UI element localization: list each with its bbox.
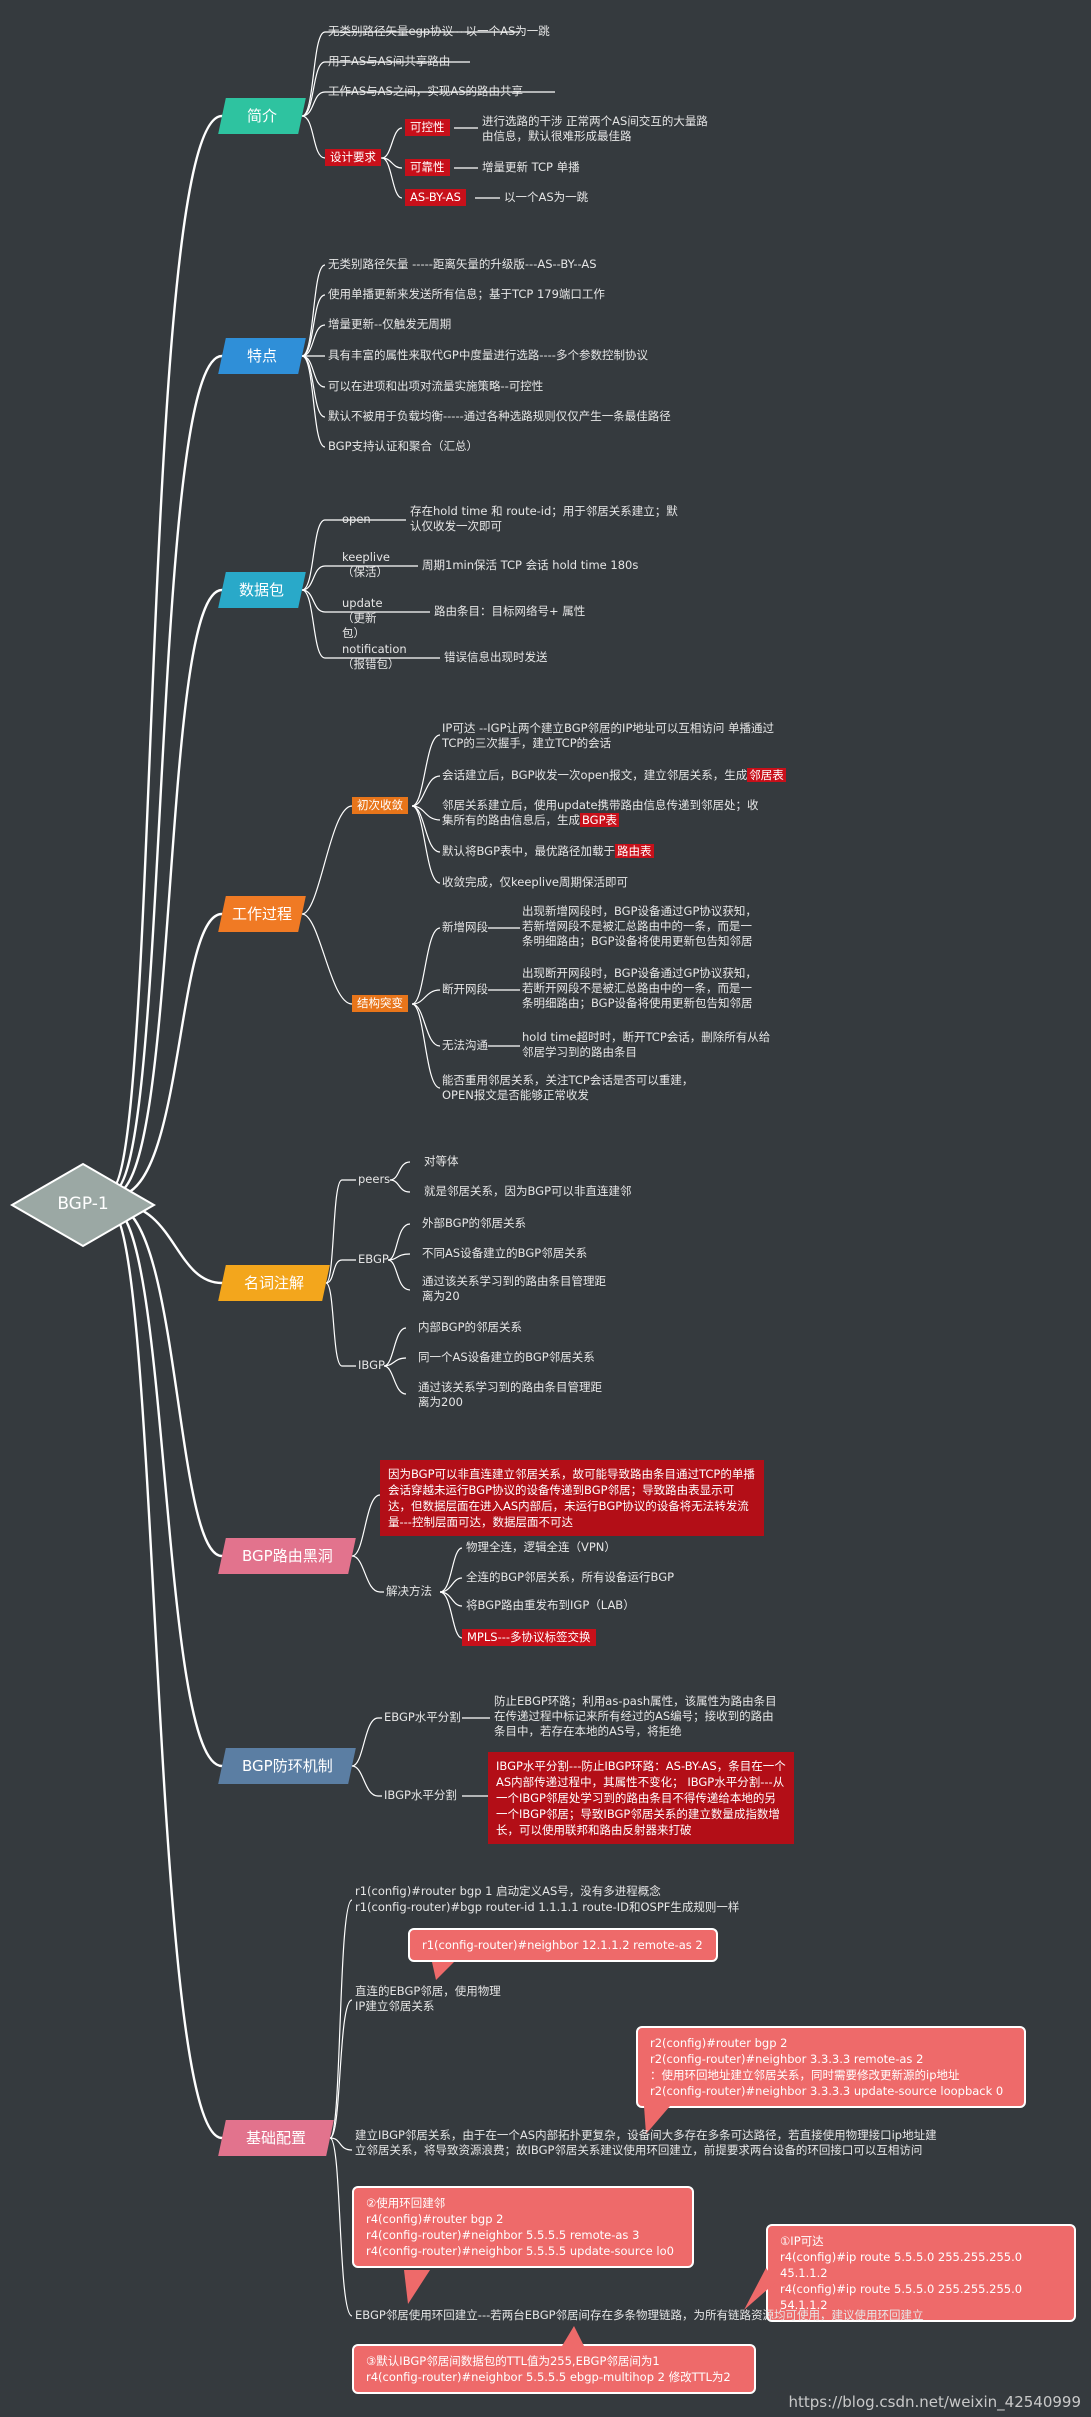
- process-init-item: 会话建立后，BGP收发一次open报文，建立邻居关系，生成邻居表: [442, 768, 786, 782]
- solution-item: 全连的BGP邻居关系，所有设备运行BGP: [466, 1570, 675, 1584]
- design-requirements-tag: 设计要求: [325, 149, 381, 166]
- solution-mpls-tag: MPLS---多协议标签交换: [462, 1629, 596, 1646]
- config-direct-ebgp: 直连的EBGP邻居，使用物理IP建立邻居关系: [355, 1984, 501, 2013]
- design-tag: 可靠性: [405, 159, 450, 176]
- term-item: 同一个AS设备建立的BGP邻居关系: [418, 1350, 595, 1364]
- packet-name: keeplive （保活）: [342, 550, 390, 579]
- packet-desc: 路由条目：目标网络号+ 属性: [434, 604, 586, 618]
- ebgp-split-horizon-label: EBGP水平分割: [384, 1710, 461, 1724]
- packet-desc: 存在hold time 和 route-id；用于邻居关系建立；默认仅收发一次即…: [410, 504, 678, 533]
- term-name: EBGP: [358, 1252, 389, 1266]
- branch-blackhole[interactable]: BGP路由黑洞: [218, 1538, 356, 1574]
- term-item: 对等体: [424, 1154, 459, 1168]
- branch-packets[interactable]: 数据包: [218, 572, 306, 608]
- term-name: peers: [358, 1172, 391, 1186]
- design-tag: AS-BY-AS: [405, 189, 466, 206]
- branch-terms[interactable]: 名词注解: [218, 1265, 330, 1301]
- intro-item: 用于AS与AS间共享路由: [328, 54, 451, 68]
- branch-features[interactable]: 特点: [218, 338, 306, 374]
- feature-item: 具有丰富的属性来取代GP中度量进行选路----多个参数控制协议: [328, 348, 648, 362]
- branch-basic-config[interactable]: 基础配置: [218, 2120, 334, 2156]
- config-ebgp-loopback-note: EBGP邻居使用环回建立---若两台EBGP邻居间存在多条物理链路，为所有链路资…: [355, 2308, 924, 2322]
- change-name: 断开网段: [442, 982, 488, 996]
- structure-change-tag: 结构突变: [352, 995, 408, 1012]
- initial-convergence-tag: 初次收敛: [352, 797, 408, 814]
- intro-item: 无类别路径矢量egp协议---以一个AS为一跳: [328, 24, 550, 38]
- intro-item: 工作AS与AS之间，实现AS的路由共享: [328, 84, 523, 98]
- change-desc: 能否重用邻居关系，关注TCP会话是否可以重建，OPEN报文是否能够正常收发: [442, 1073, 694, 1102]
- packet-desc: 周期1min保活 TCP 会话 hold time 180s: [422, 558, 639, 572]
- change-name: 新增网段: [442, 920, 488, 934]
- term-item: 通过该关系学习到的路由条目管理距离为20: [422, 1274, 606, 1303]
- feature-item: 可以在进项和出项对流量实施策略--可控性: [328, 379, 544, 393]
- process-init-item: 邻居关系建立后，使用update携带路由信息传递到邻居处；收集所有的路由信息后，…: [442, 798, 759, 827]
- solution-item: 将BGP路由重发布到IGP（LAB）: [466, 1598, 635, 1612]
- solutions-label: 解决方法: [386, 1584, 432, 1598]
- config-line: r1(config)#router bgp 1 启动定义AS号，没有多进程概念: [355, 1884, 661, 1898]
- packet-name: notification （报错包）: [342, 642, 407, 671]
- feature-item: 使用单播更新来发送所有信息；基于TCP 179端口工作: [328, 287, 605, 301]
- packet-desc: 错误信息出现时发送: [444, 650, 548, 664]
- design-desc: 进行选路的干涉 正常两个AS间交互的大量路由信息，默认很难形成最佳路: [482, 114, 708, 143]
- solution-item: 物理全连，逻辑全连（VPN）: [466, 1540, 616, 1554]
- config-callout-neighbor: r1(config-router)#neighbor 12.1.1.2 remo…: [408, 1928, 718, 1962]
- term-item: 不同AS设备建立的BGP邻居关系: [422, 1246, 588, 1260]
- watermark: https://blog.csdn.net/weixin_42540999: [788, 2393, 1081, 2411]
- root-label: BGP-1: [57, 1194, 109, 1214]
- ibgp-split-horizon-label: IBGP水平分割: [384, 1788, 457, 1802]
- change-desc: 出现新增网段时，BGP设备通过GP协议获知，若新增网段不是被汇总路由中的一条，而…: [522, 904, 757, 948]
- branch-intro[interactable]: 简介: [218, 98, 306, 134]
- branch-process[interactable]: 工作过程: [218, 896, 306, 932]
- config-line: r1(config-router)#bgp router-id 1.1.1.1 …: [355, 1900, 740, 1914]
- design-tag: 可控性: [405, 119, 450, 136]
- term-item: 外部BGP的邻居关系: [422, 1216, 527, 1230]
- change-desc: 出现断开网段时，BGP设备通过GP协议获知，若断开网段不是被汇总路由中的一条，而…: [522, 966, 757, 1010]
- packet-name: update （更新包）: [342, 596, 383, 640]
- feature-item: 默认不被用于负载均衡-----通过各种选路规则仅仅产生一条最佳路径: [328, 409, 671, 423]
- callout-pointer: [644, 2106, 670, 2134]
- term-item: 就是邻居关系，因为BGP可以非直连建邻: [424, 1184, 632, 1198]
- callout-pointer: [744, 2268, 776, 2310]
- design-desc: 以一个AS为一跳: [504, 190, 589, 204]
- change-desc: hold time超时时，断开TCP会话，删除所有从给邻居学习到的路由条目: [522, 1030, 771, 1059]
- feature-item: 无类别路径矢量 -----距离矢量的升级版---AS--BY--AS: [328, 257, 597, 271]
- ibgp-split-horizon-desc: IBGP水平分割---防止IBGP环路：AS-BY-AS，条目在一个AS内部传递…: [488, 1752, 794, 1844]
- branch-loop-prevention[interactable]: BGP防环机制: [218, 1748, 356, 1784]
- callout-pointer: [404, 2270, 430, 2304]
- root-node[interactable]: [8, 1160, 158, 1250]
- design-desc: 增量更新 TCP 单播: [482, 160, 580, 174]
- process-init-item: 默认将BGP表中，最优路径加载于路由表: [442, 844, 654, 858]
- change-name: 无法沟通: [442, 1038, 488, 1052]
- feature-item: 增量更新--仅触发无周期: [328, 317, 452, 331]
- blackhole-description: 因为BGP可以非直连建立邻居关系，故可能导致路由条目通过TCP的单播会话穿越未运…: [380, 1460, 764, 1536]
- callout-pointer: [562, 2326, 584, 2346]
- term-item: 通过该关系学习到的路由条目管理距离为200: [418, 1380, 602, 1409]
- callout-pointer: [432, 1962, 454, 1980]
- process-init-item: IP可达 --IGP让两个建立BGP邻居的IP地址可以互相访问 单播通过TCP的…: [442, 721, 775, 750]
- term-item: 内部BGP的邻居关系: [418, 1320, 523, 1334]
- process-init-item: 收敛完成，仅keeplive周期保活即可: [442, 875, 628, 889]
- term-name: IBGP: [358, 1358, 385, 1372]
- ebgp-split-horizon-desc: 防止EBGP环路；利用as-pash属性，该属性为路由条目在传递过程中标记来所有…: [494, 1694, 777, 1738]
- feature-item: BGP支持认证和聚合（汇总）: [328, 439, 479, 453]
- packet-name: open: [342, 512, 371, 526]
- config-ibgp-note: 建立IBGP邻居关系，由于在一个AS内部拓扑更复杂，设备间大多存在多条可达路径，…: [355, 2128, 937, 2157]
